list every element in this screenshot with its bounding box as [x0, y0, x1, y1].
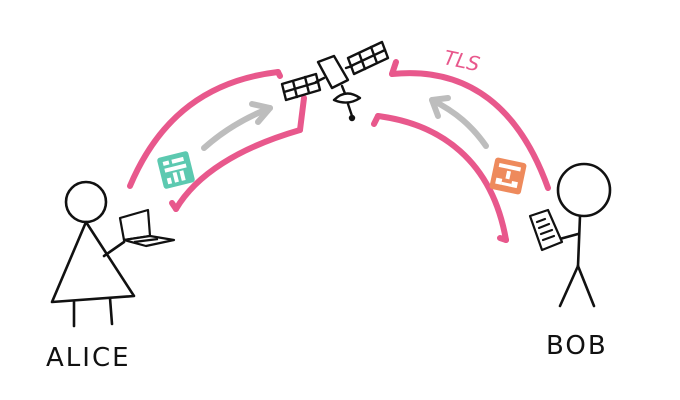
alice-figure: [50, 180, 136, 328]
arrow-alice-to-satellite: [201, 101, 273, 151]
tls-label: TLS: [442, 45, 483, 76]
bob-body: [576, 214, 582, 268]
alice-packet-icon: [157, 151, 195, 189]
bob-figure: [554, 162, 612, 308]
bob-packet-icon: [489, 157, 527, 195]
alice-dress: [50, 220, 136, 304]
bob-head: [556, 162, 612, 218]
bob-label: BOB: [546, 331, 608, 361]
satellite-icon: [280, 40, 390, 122]
alice-head: [64, 180, 108, 224]
bob-right-leg: [576, 264, 596, 308]
alice-arm: [102, 240, 126, 258]
tls-tunnel-left: [127, 69, 307, 212]
laptop-icon: [118, 208, 176, 248]
bob-left-leg: [558, 264, 580, 308]
phone-icon: [528, 208, 564, 252]
arrow-bob-to-satellite: [429, 95, 489, 149]
tls-tunnel-right: [371, 59, 551, 243]
alice-right-leg: [108, 296, 114, 326]
alice-label: ALICE: [46, 343, 131, 373]
